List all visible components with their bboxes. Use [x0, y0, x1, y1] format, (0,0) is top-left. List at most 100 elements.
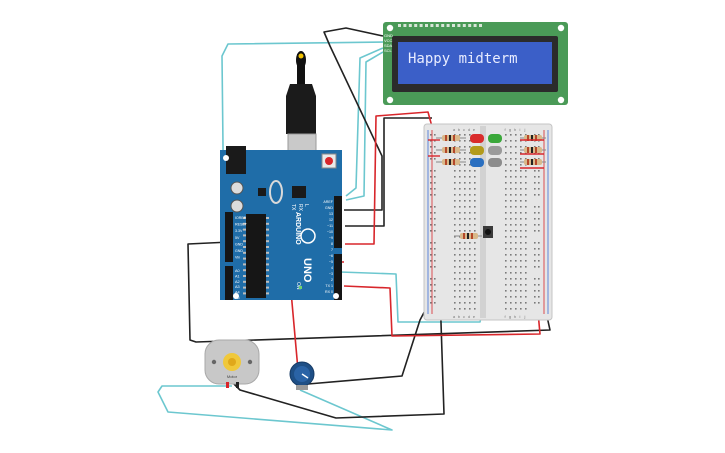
breadboard-hole[interactable] — [505, 308, 507, 310]
resistor[interactable] — [520, 159, 546, 165]
breadboard-hole[interactable] — [505, 140, 507, 142]
breadboard-hole[interactable] — [525, 182, 527, 184]
rail-hole[interactable] — [534, 212, 536, 214]
breadboard-hole[interactable] — [505, 212, 507, 214]
breadboard-hole[interactable] — [515, 170, 517, 172]
breadboard-hole[interactable] — [525, 296, 527, 298]
breadboard-hole[interactable] — [469, 242, 471, 244]
breadboard-hole[interactable] — [454, 242, 456, 244]
breadboard-hole[interactable] — [520, 266, 522, 268]
led-green[interactable] — [488, 134, 502, 143]
breadboard-hole[interactable] — [474, 176, 476, 178]
breadboard-hole[interactable] — [515, 176, 517, 178]
breadboard-hole[interactable] — [505, 194, 507, 196]
wire-black-lcd-gnd[interactable] — [323, 27, 384, 211]
breadboard-hole[interactable] — [474, 290, 476, 292]
breadboard-hole[interactable] — [510, 140, 512, 142]
breadboard-hole[interactable] — [520, 248, 522, 250]
breadboard-hole[interactable] — [525, 200, 527, 202]
breadboard-hole[interactable] — [525, 230, 527, 232]
resistor[interactable] — [454, 233, 482, 239]
lcd-header-pin[interactable] — [468, 24, 472, 27]
breadboard-hole[interactable] — [525, 308, 527, 310]
breadboard-hole[interactable] — [510, 176, 512, 178]
breadboard-hole[interactable] — [454, 290, 456, 292]
breadboard-hole[interactable] — [505, 230, 507, 232]
rail-hole[interactable] — [434, 188, 436, 190]
breadboard-hole[interactable] — [505, 176, 507, 178]
rail-hole[interactable] — [430, 212, 432, 214]
breadboard-hole[interactable] — [515, 266, 517, 268]
rail-hole[interactable] — [430, 206, 432, 208]
breadboard-hole[interactable] — [464, 308, 466, 310]
wire-red-bb-power[interactable] — [343, 285, 541, 337]
breadboard-hole[interactable] — [469, 212, 471, 214]
breadboard-hole[interactable] — [469, 260, 471, 262]
lcd-header-pin[interactable] — [479, 24, 482, 27]
breadboard-hole[interactable] — [510, 152, 512, 154]
lcd-header-pin[interactable] — [452, 24, 455, 27]
breadboard-hole[interactable] — [520, 278, 522, 280]
rail-hole[interactable] — [430, 278, 432, 280]
breadboard-hole[interactable] — [464, 296, 466, 298]
breadboard-hole[interactable] — [464, 140, 466, 142]
breadboard-hole[interactable] — [505, 218, 507, 220]
lcd-header-pin[interactable] — [403, 24, 407, 27]
rail-hole[interactable] — [430, 176, 432, 178]
lcd-header-pin[interactable] — [425, 24, 428, 27]
rail-hole[interactable] — [538, 206, 540, 208]
breadboard-hole[interactable] — [510, 206, 512, 208]
rail-hole[interactable] — [534, 302, 536, 304]
rail-hole[interactable] — [430, 134, 432, 136]
breadboard-hole[interactable] — [454, 284, 456, 286]
reset-button-cap[interactable] — [325, 157, 333, 165]
breadboard-hole[interactable] — [469, 152, 471, 154]
breadboard-hole[interactable] — [520, 272, 522, 274]
breadboard-hole[interactable] — [520, 236, 522, 238]
breadboard-hole[interactable] — [459, 260, 461, 262]
breadboard-hole[interactable] — [454, 218, 456, 220]
breadboard-hole[interactable] — [469, 188, 471, 190]
breadboard-hole[interactable] — [520, 230, 522, 232]
breadboard-hole[interactable] — [510, 212, 512, 214]
breadboard-hole[interactable] — [454, 266, 456, 268]
breadboard-hole[interactable] — [454, 170, 456, 172]
rail-hole[interactable] — [434, 224, 436, 226]
breadboard-hole[interactable] — [469, 194, 471, 196]
breadboard-hole[interactable] — [510, 284, 512, 286]
breadboard-hole[interactable] — [525, 254, 527, 256]
breadboard-hole[interactable] — [474, 224, 476, 226]
breadboard-hole[interactable] — [510, 290, 512, 292]
breadboard-hole[interactable] — [510, 296, 512, 298]
rail-hole[interactable] — [534, 278, 536, 280]
breadboard-hole[interactable] — [520, 152, 522, 154]
breadboard-hole[interactable] — [505, 284, 507, 286]
rail-hole[interactable] — [434, 290, 436, 292]
breadboard-hole[interactable] — [525, 224, 527, 226]
breadboard-hole[interactable] — [474, 248, 476, 250]
breadboard-hole[interactable] — [510, 272, 512, 274]
breadboard-hole[interactable] — [459, 188, 461, 190]
breadboard-hole[interactable] — [474, 278, 476, 280]
breadboard-hole[interactable] — [510, 236, 512, 238]
breadboard-hole[interactable] — [459, 206, 461, 208]
breadboard-hole[interactable] — [469, 158, 471, 160]
breadboard-hole[interactable] — [520, 212, 522, 214]
breadboard-hole[interactable] — [515, 248, 517, 250]
breadboard-hole[interactable] — [520, 218, 522, 220]
breadboard-hole[interactable] — [464, 218, 466, 220]
breadboard-hole[interactable] — [474, 218, 476, 220]
rail-hole[interactable] — [538, 224, 540, 226]
rail-hole[interactable] — [434, 242, 436, 244]
breadboard-hole[interactable] — [469, 164, 471, 166]
breadboard-hole[interactable] — [525, 158, 527, 160]
rail-hole[interactable] — [538, 176, 540, 178]
breadboard-hole[interactable] — [469, 296, 471, 298]
breadboard-hole[interactable] — [454, 212, 456, 214]
breadboard-hole[interactable] — [459, 158, 461, 160]
rail-hole[interactable] — [538, 248, 540, 250]
breadboard-hole[interactable] — [520, 242, 522, 244]
breadboard-hole[interactable] — [510, 188, 512, 190]
breadboard-hole[interactable] — [454, 194, 456, 196]
breadboard-hole[interactable] — [510, 248, 512, 250]
